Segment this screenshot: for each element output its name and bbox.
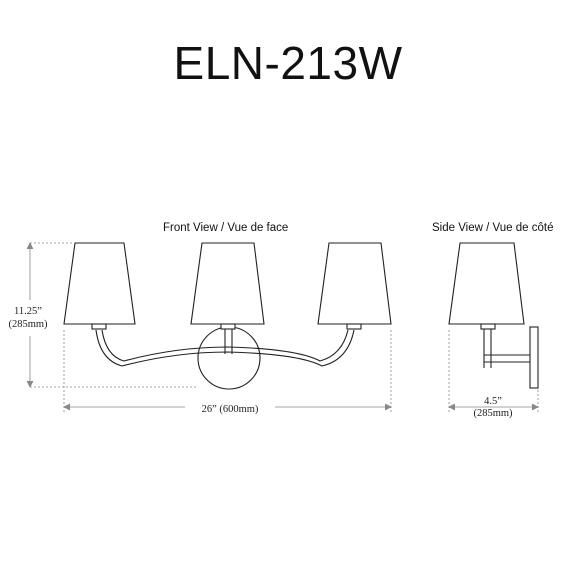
side-shade: [448, 242, 525, 325]
center-shade: [190, 242, 265, 325]
side-wall-plate: [529, 326, 539, 389]
right-shade: [317, 242, 392, 325]
backplate-circle: [197, 326, 261, 390]
front-view-label: Front View / Vue de face: [163, 222, 289, 234]
product-model-title: ELN-213W: [173, 37, 403, 89]
depth-millimeters: (285mm): [473, 408, 513, 419]
curved-arm: [95, 329, 355, 367]
side-view-label: Side View / Vue de côté: [432, 222, 554, 234]
dimension-lines: [26, 242, 539, 412]
depth-inches: 4.5”: [484, 396, 502, 407]
width-dimension-label: 26” (600mm): [185, 404, 275, 415]
left-shade: [63, 242, 136, 325]
height-dimension-label: 11.25” (285mm): [2, 305, 54, 331]
height-inches: 11.25”: [14, 306, 42, 317]
front-view-drawing: [63, 242, 392, 390]
depth-dimension-label: 4.5” (285mm): [458, 396, 528, 420]
side-view-drawing: [448, 242, 539, 389]
height-millimeters: (285mm): [8, 319, 48, 330]
